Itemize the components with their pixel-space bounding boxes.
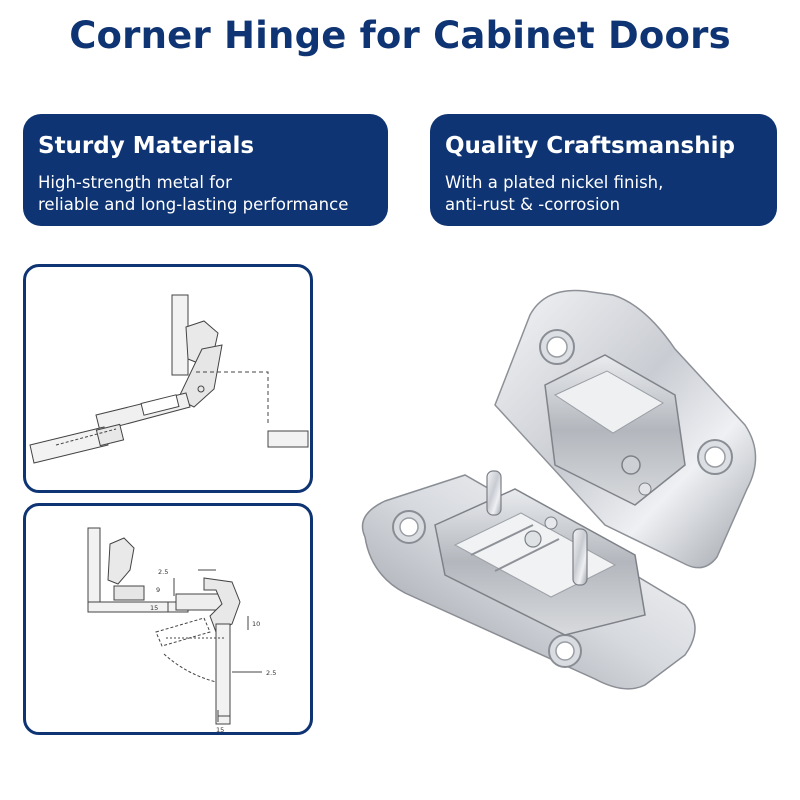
feature-card-sturdy-materials: Sturdy Materials High-strength metal for… bbox=[23, 114, 388, 226]
feature-text-line: With a plated nickel finish, bbox=[445, 173, 664, 192]
feature-card-quality-craftsmanship: Quality Craftsmanship With a plated nick… bbox=[430, 114, 777, 226]
dimension-label: 10 bbox=[252, 620, 260, 628]
feature-text-line: reliable and long-lasting performance bbox=[38, 195, 349, 214]
feature-text-line: High-strength metal for bbox=[38, 173, 232, 192]
dimension-label: 15 bbox=[216, 726, 224, 734]
dimension-label: 2.5 bbox=[158, 568, 168, 576]
dimension-label: 9 bbox=[156, 586, 160, 594]
hinge-open-diagram bbox=[29, 294, 309, 464]
hinge-open-diagram-panel bbox=[23, 264, 313, 493]
feature-heading: Sturdy Materials bbox=[38, 133, 255, 159]
dimension-label: 15 bbox=[150, 604, 158, 612]
feature-text-line: anti-rust & -corrosion bbox=[445, 195, 621, 214]
feature-heading: Quality Craftsmanship bbox=[445, 133, 735, 159]
dimension-label: 2.5 bbox=[266, 669, 276, 677]
hinge-dimensions-diagram-panel: 2.5 9 15 10 2.5 15 bbox=[23, 503, 313, 735]
hinge-dimensions-diagram: 2.5 9 15 10 2.5 15 bbox=[87, 527, 276, 734]
corner-hinge-photo bbox=[361, 289, 757, 690]
page-title: Corner Hinge for Cabinet Doors bbox=[69, 14, 731, 57]
